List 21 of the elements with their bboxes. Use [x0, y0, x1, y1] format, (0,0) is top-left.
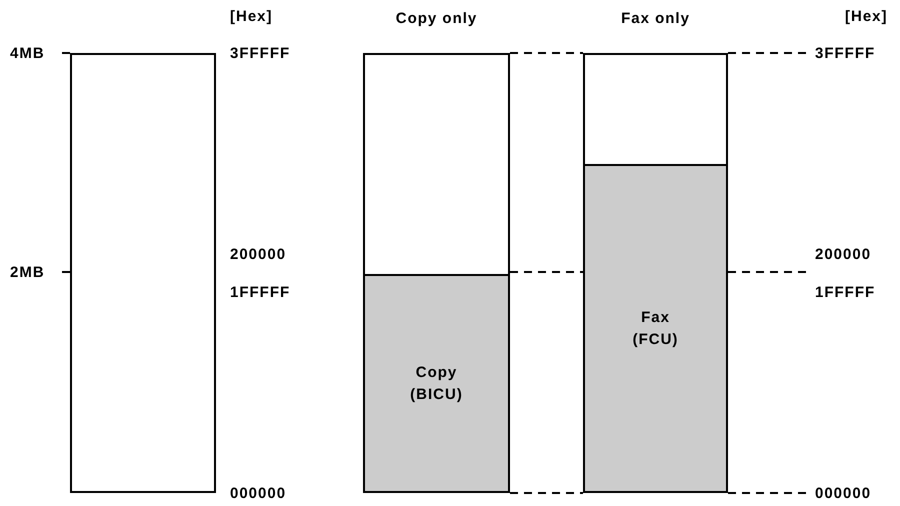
address-label: 1FFFFF: [230, 284, 290, 302]
memory-region: [365, 274, 508, 491]
address-label: 3FFFFF: [230, 45, 290, 63]
address-label: 200000: [230, 246, 286, 264]
memory-region: [585, 164, 726, 491]
region-label: Copy (BICU): [409, 362, 464, 404]
header-label: [Hex]: [845, 8, 888, 26]
address-label: 000000: [230, 485, 286, 503]
column-heading: Fax only: [620, 10, 691, 28]
size-label: 4MB: [10, 45, 45, 63]
address-label: 200000: [815, 246, 872, 264]
region-label: Fax (FCU): [632, 308, 680, 350]
address-label: 3FFFFF: [815, 45, 876, 63]
size-label: 2MB: [10, 264, 45, 282]
address-label: 1FFFFF: [815, 284, 876, 302]
address-label: 000000: [815, 485, 872, 503]
memory-block: [363, 53, 510, 493]
header-label: [Hex]: [230, 8, 273, 26]
memory-block: [583, 53, 728, 493]
memory-block: [70, 53, 216, 493]
column-heading: Copy only: [394, 10, 478, 28]
